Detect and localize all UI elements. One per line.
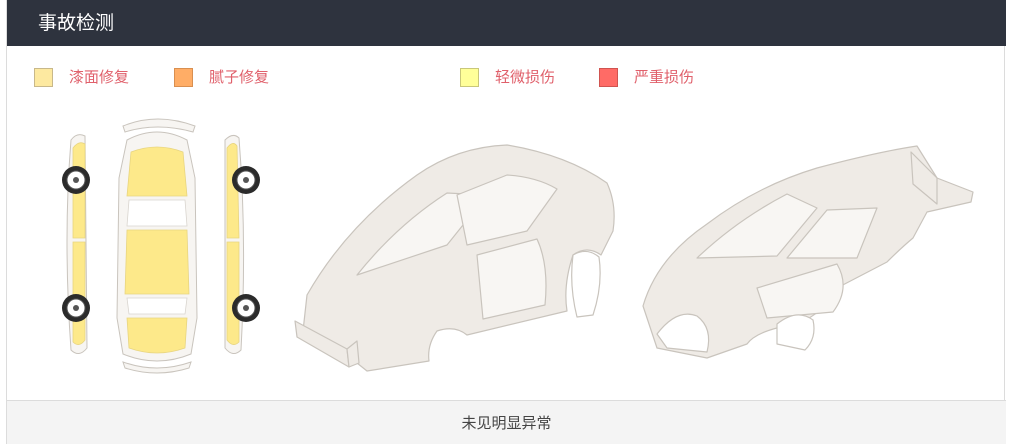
rear-bumper: [122, 361, 192, 374]
accident-detection-panel: 事故检测 漆面修复 腻子修复 轻微损伤 严重损伤: [6, 0, 1006, 444]
body-frame-front-view: [294, 144, 615, 372]
legend-label: 轻微损伤: [495, 68, 556, 86]
panel-header: 事故检测: [7, 0, 1006, 46]
wheels: [62, 166, 260, 322]
page-title: 事故检测: [38, 12, 115, 34]
legend-swatch-putty-repair: [174, 67, 193, 87]
legend-swatch-severe-damage: [599, 67, 618, 87]
windshield: [126, 199, 188, 227]
roof-paint: [124, 229, 190, 295]
legend-swatch-paint-repair: [34, 67, 53, 87]
legend-label: 漆面修复: [69, 68, 130, 86]
car-unfolded-diagram: [62, 118, 260, 374]
rear-window: [126, 297, 188, 315]
status-text: 未见明显异常: [461, 414, 552, 432]
legend-minor-damage: 轻微损伤: [460, 66, 555, 88]
legend-swatch-minor-damage: [460, 67, 479, 87]
front-bumper: [122, 118, 196, 133]
right-front-door-paint: [226, 143, 240, 239]
detection-status-bar: 未见明显异常: [7, 400, 1006, 444]
hood-paint: [126, 146, 188, 197]
legend-severe-damage: 严重损伤: [599, 66, 694, 88]
trunk-paint: [126, 317, 188, 354]
legend-putty-repair: 腻子修复: [174, 66, 269, 88]
body-frame-rear-view: [642, 145, 974, 359]
legend-label: 严重损伤: [634, 68, 695, 86]
legend-paint-repair: 漆面修复: [34, 66, 129, 88]
right-rear-door-paint: [226, 241, 240, 345]
left-rear-door-paint: [72, 241, 86, 345]
legend-label: 腻子修复: [209, 68, 270, 86]
